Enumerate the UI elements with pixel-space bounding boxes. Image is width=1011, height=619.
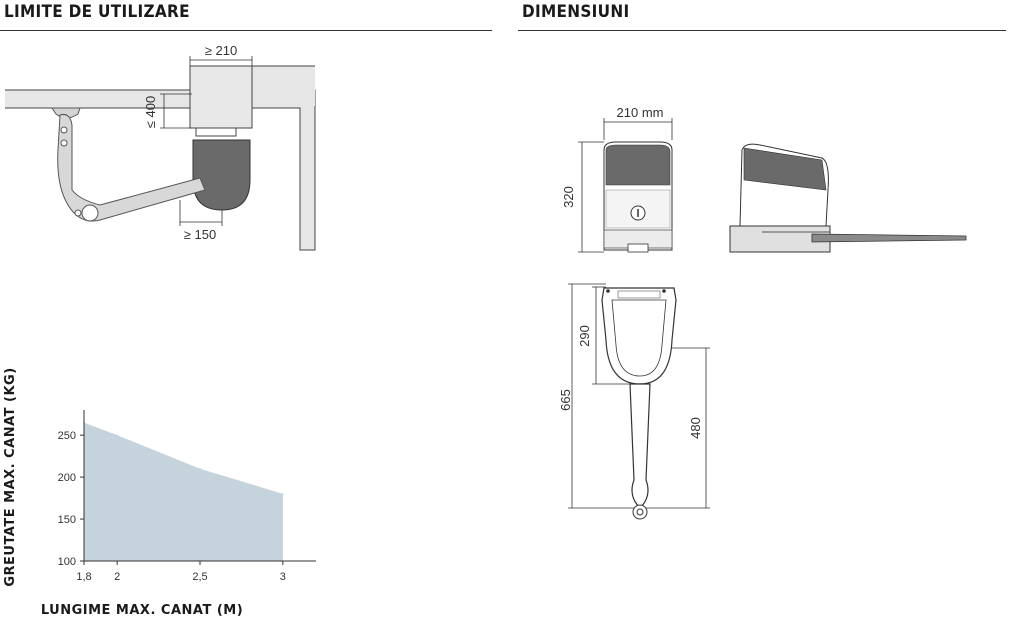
section-title-dimensions: DIMENSIUNI <box>522 2 630 22</box>
front-view: 210 mm 320 <box>561 105 673 253</box>
pillar <box>252 66 315 106</box>
section-divider-right <box>518 30 1006 31</box>
label-length-665: 665 <box>558 389 573 411</box>
section-divider-left <box>0 30 492 31</box>
weight-length-chart: 100 150 200 250 1,8 2 2,5 3 <box>58 410 316 583</box>
label-depth-290: 290 <box>577 325 592 347</box>
top-view: 290 665 480 <box>558 283 710 520</box>
chart-area-series <box>84 422 283 561</box>
front-cover-dark <box>605 144 671 186</box>
installation-diagram: ≥ 210 ≤ 400 ≥ 150 <box>5 43 316 251</box>
section-title-usage-limits: LIMITE DE UTILIZARE <box>4 2 190 22</box>
label-min-width: ≥ 210 <box>205 43 237 58</box>
wall-structure <box>5 89 316 251</box>
chart-data-point <box>282 493 284 495</box>
chart-x-tick-label: 1,8 <box>76 571 91 583</box>
chart-x-tick-label: 2,5 <box>192 571 207 583</box>
chart-x-tick-label: 2 <box>114 571 120 583</box>
articulated-arm <box>57 114 206 222</box>
side-cover-dark <box>743 147 827 191</box>
chart-y-tick-label: 100 <box>58 556 76 568</box>
label-max-height: ≤ 400 <box>143 96 158 128</box>
chart-data-point <box>116 434 118 436</box>
chart-data-point <box>199 467 201 470</box>
arm-joint <box>81 204 99 222</box>
side-view <box>729 143 967 253</box>
label-min-depth: ≥ 150 <box>184 227 216 242</box>
label-arm-480: 480 <box>688 417 703 439</box>
side-arm <box>811 233 967 243</box>
chart-y-tick-label: 150 <box>58 514 76 526</box>
chart-x-tick-label: 3 <box>280 571 286 583</box>
label-height-320: 320 <box>561 186 576 208</box>
motor-housing <box>189 65 253 129</box>
motor-body <box>192 139 251 211</box>
chart-y-tick-label: 250 <box>58 430 76 442</box>
chart-y-tick-label: 200 <box>58 472 76 484</box>
top-arm <box>629 383 651 509</box>
label-width-210mm: 210 mm <box>617 105 664 120</box>
